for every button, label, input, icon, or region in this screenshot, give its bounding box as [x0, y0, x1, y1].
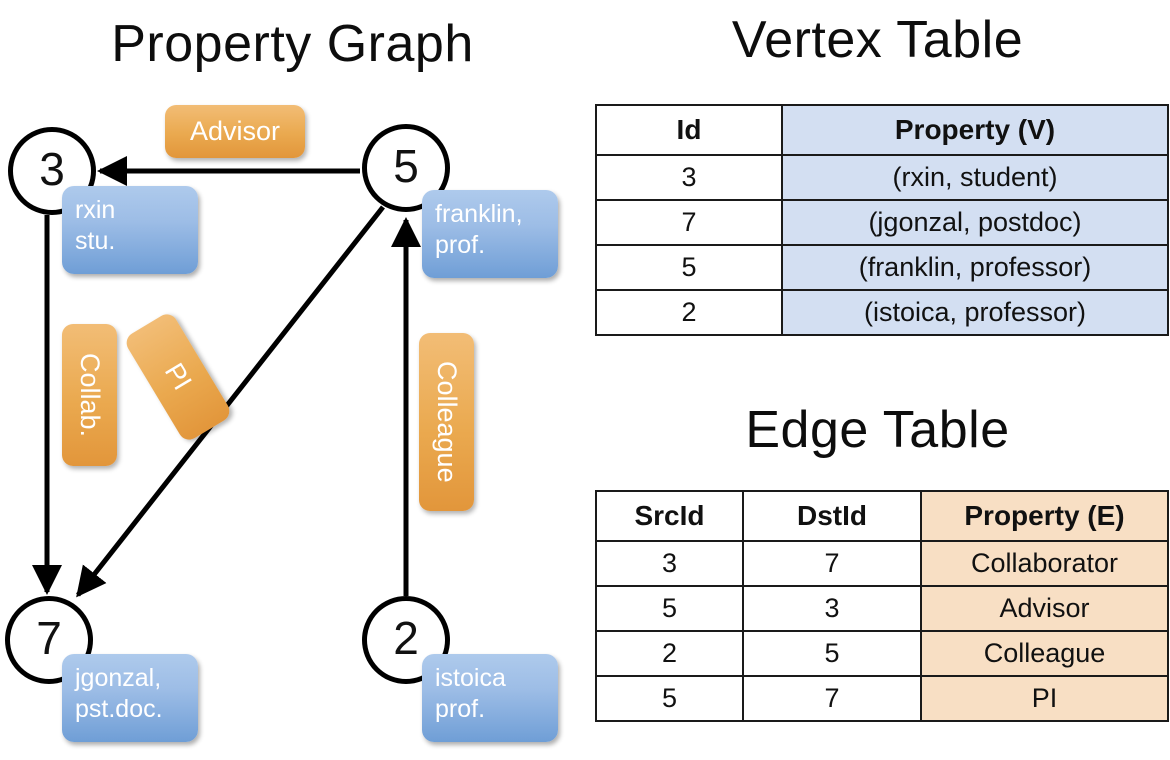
- graph-node-5[interactable]: 5: [362, 124, 450, 212]
- page-title-edge-table: Edge Table: [745, 401, 1010, 459]
- edge-row-1-property: Advisor: [920, 585, 1169, 632]
- edge-label-colleague-text: Colleague: [432, 361, 462, 483]
- graph-node-3-label: 3: [39, 143, 65, 195]
- edge-row-1-dst: 3: [742, 585, 922, 632]
- graph-node-5-property-line1: franklin,: [435, 200, 523, 228]
- table-row[interactable]: 3 7 Collaborator: [595, 540, 1169, 587]
- vertex-row-2-id: 5: [595, 244, 783, 291]
- vertex-row-1-id: 7: [595, 199, 783, 246]
- edge-row-2-dst: 5: [742, 630, 922, 677]
- page-title-vertex-table: Vertex Table: [731, 11, 1024, 69]
- vertex-row-3-property: (istoica, professor): [781, 289, 1169, 336]
- vertex-row-3-id: 2: [595, 289, 783, 336]
- edge-row-3-property: PI: [920, 675, 1169, 722]
- edge-table-header-dstid: DstId: [742, 490, 922, 542]
- vertex-row-1-property: (jgonzal, postdoc): [781, 199, 1169, 246]
- graph-node-2[interactable]: 2: [362, 596, 450, 684]
- graph-node-2-label: 2: [393, 612, 419, 664]
- edge-label-pi-text: PI: [158, 358, 198, 396]
- edge-row-3-src: 5: [595, 675, 744, 722]
- table-row[interactable]: 3 (rxin, student): [595, 154, 1169, 201]
- edge-table-header-property: Property (E): [920, 490, 1169, 542]
- table-row[interactable]: 5 3 Advisor: [595, 585, 1169, 632]
- edge-row-3-dst: 7: [742, 675, 922, 722]
- edge-label-collab-text: Collab.: [75, 352, 105, 438]
- edge-row-2-property: Colleague: [920, 630, 1169, 677]
- vertex-row-2-property: (franklin, professor): [781, 244, 1169, 291]
- table-row[interactable]: 5 7 PI: [595, 675, 1169, 722]
- edge-table: SrcId DstId Property (E) 3 7 Collaborato…: [595, 490, 1169, 722]
- graph-node-3-property-box[interactable]: rxin stu.: [62, 186, 198, 274]
- edge-row-0-property: Collaborator: [920, 540, 1169, 587]
- vertex-table-header-property: Property (V): [781, 104, 1169, 156]
- graph-node-3-property-line2: stu.: [75, 227, 116, 256]
- graph-node-7-property-line1: jgonzal,: [75, 664, 162, 692]
- graph-edges-svg: [32, 156, 421, 598]
- edge-label-advisor[interactable]: Advisor: [165, 105, 305, 158]
- graph-node-2-property-box[interactable]: istoica prof.: [422, 654, 558, 742]
- table-row[interactable]: 2 (istoica, professor): [595, 289, 1169, 336]
- graph-node-3-property-line1: rxin: [75, 196, 116, 224]
- vertex-table-header-id: Id: [595, 104, 783, 156]
- vertex-row-0-property: (rxin, student): [781, 154, 1169, 201]
- graph-node-5-label: 5: [393, 140, 419, 192]
- property-graph-diagram: 3 5 7 2 rxin stu. franklin, prof. jgonza…: [5, 105, 558, 742]
- graph-node-7-property-line2: pst.doc.: [75, 695, 163, 724]
- edge-label-advisor-text: Advisor: [189, 116, 281, 146]
- graph-node-2-property-line1: istoica: [435, 664, 506, 692]
- edge-row-0-src: 3: [595, 540, 744, 587]
- vertex-table-header-row: Id Property (V): [595, 104, 1169, 156]
- graph-node-2-property-line2: prof.: [435, 695, 486, 724]
- table-row[interactable]: 7 (jgonzal, postdoc): [595, 199, 1169, 246]
- edge-row-0-dst: 7: [742, 540, 922, 587]
- graph-node-7-label: 7: [36, 612, 62, 664]
- table-row[interactable]: 2 5 Colleague: [595, 630, 1169, 677]
- edge-table-header-row: SrcId DstId Property (E): [595, 490, 1169, 542]
- edge-row-2-src: 2: [595, 630, 744, 677]
- graph-node-5-property-box[interactable]: franklin, prof.: [422, 190, 558, 278]
- vertex-table: Id Property (V) 3 (rxin, student) 7 (jgo…: [595, 104, 1169, 336]
- page-title-property-graph: Property Graph: [111, 15, 474, 73]
- edge-label-collab[interactable]: Collab.: [62, 324, 117, 466]
- edge-label-colleague[interactable]: Colleague: [419, 333, 474, 511]
- edge-5-to-7-pi: [76, 205, 385, 598]
- graph-node-5-property-line2: prof.: [435, 231, 486, 260]
- edge-row-1-src: 5: [595, 585, 744, 632]
- edge-table-header-srcid: SrcId: [595, 490, 744, 542]
- graph-node-7-property-box[interactable]: jgonzal, pst.doc.: [62, 654, 198, 742]
- table-row[interactable]: 5 (franklin, professor): [595, 244, 1169, 291]
- vertex-row-0-id: 3: [595, 154, 783, 201]
